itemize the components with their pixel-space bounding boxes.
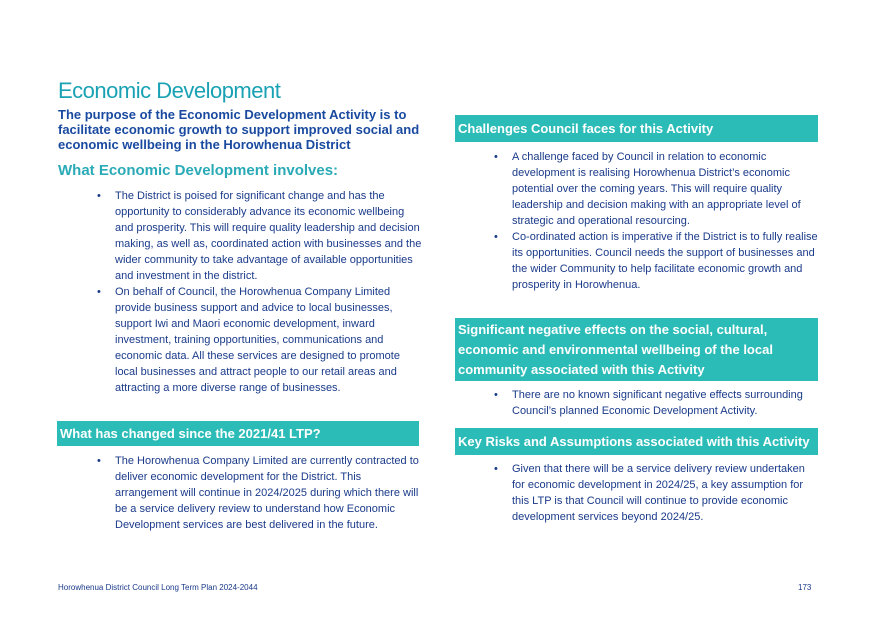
changed-list: The Horowhenua Company Limited are curre… bbox=[97, 453, 425, 533]
negative-effects-heading: Significant negative effects on the soci… bbox=[455, 318, 818, 381]
negative-effects-list: There are no known significant negative … bbox=[494, 387, 818, 419]
purpose-statement: The purpose of the Economic Development … bbox=[58, 107, 420, 152]
footer-document-title: Horowhenua District Council Long Term Pl… bbox=[58, 583, 258, 592]
challenges-heading: Challenges Council faces for this Activi… bbox=[455, 115, 818, 142]
challenges-list: A challenge faced by Council in relation… bbox=[494, 149, 818, 293]
involves-heading: What Economic Development involves: bbox=[58, 162, 339, 179]
changed-heading: What has changed since the 2021/41 LTP? bbox=[57, 421, 419, 446]
risks-heading: Key Risks and Assumptions associated wit… bbox=[455, 428, 818, 455]
list-item: The Horowhenua Company Limited are curre… bbox=[97, 453, 425, 533]
list-item: Given that there will be a service deliv… bbox=[494, 461, 818, 525]
page-number: 173 bbox=[798, 583, 812, 592]
page-title: Economic Development bbox=[58, 78, 281, 103]
list-item: A challenge faced by Council in relation… bbox=[494, 149, 818, 229]
list-item: The District is poised for significant c… bbox=[97, 188, 425, 284]
list-item: There are no known significant negative … bbox=[494, 387, 818, 419]
list-item: On behalf of Council, the Horowhenua Com… bbox=[97, 284, 425, 396]
list-item: Co-ordinated action is imperative if the… bbox=[494, 229, 818, 293]
involves-list: The District is poised for significant c… bbox=[97, 188, 425, 396]
risks-list: Given that there will be a service deliv… bbox=[494, 461, 818, 525]
